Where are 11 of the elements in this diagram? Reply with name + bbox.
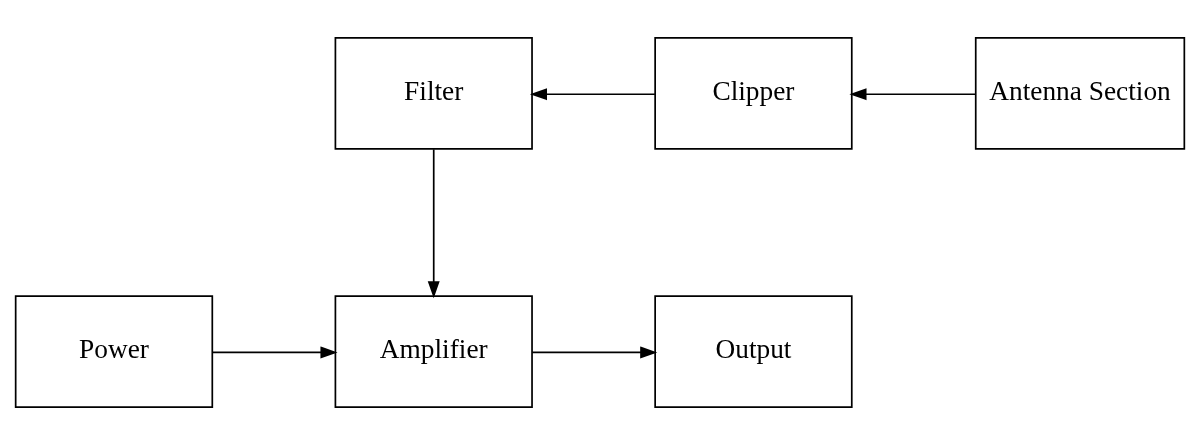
- arrow: [529, 88, 656, 101]
- arrow: [849, 88, 977, 101]
- node-box: Power: [14, 295, 214, 408]
- node-box: Amplifier: [334, 295, 533, 408]
- arrow: [531, 346, 658, 359]
- node-box: Filter: [334, 37, 533, 150]
- arrow: [211, 346, 338, 359]
- arrow: [427, 148, 440, 299]
- node-box: Clipper: [654, 37, 853, 150]
- node-box: Antenna Section: [974, 37, 1186, 150]
- node-box: Output: [654, 295, 853, 408]
